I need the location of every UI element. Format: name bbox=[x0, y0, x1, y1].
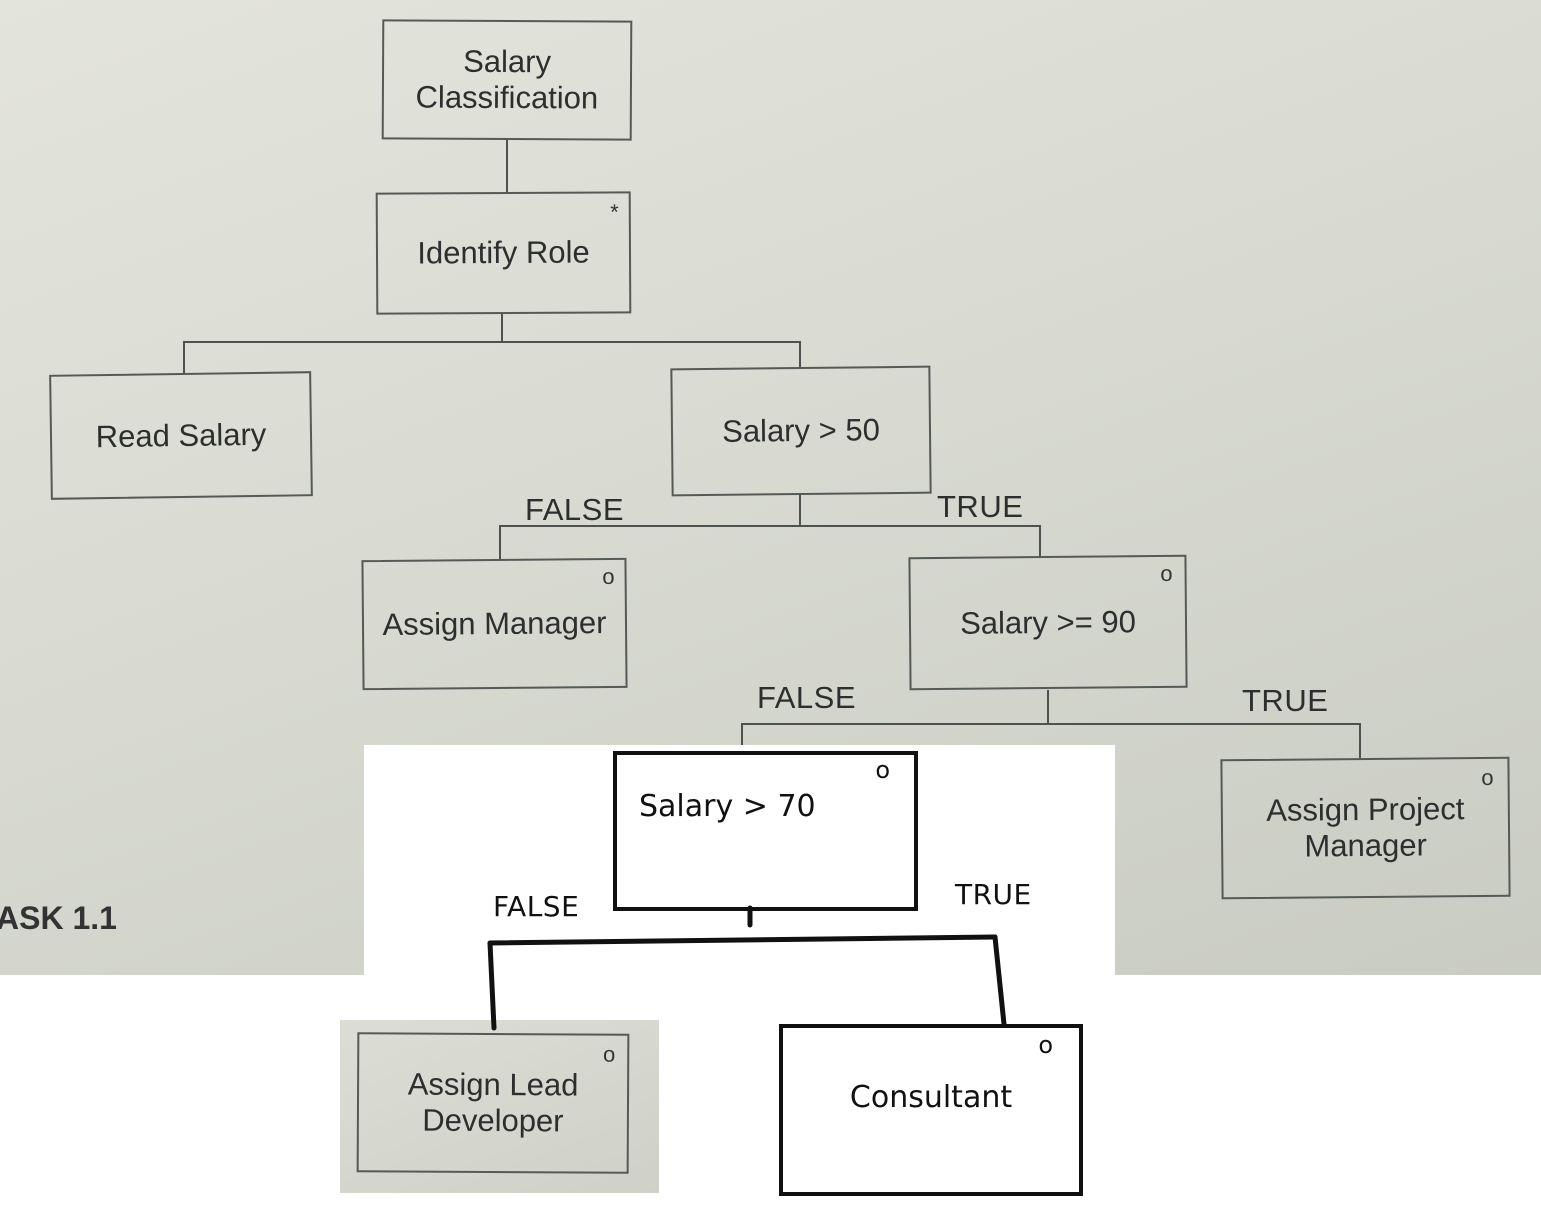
selection-marker: o bbox=[602, 563, 615, 590]
node-salary-ge-90: Salary >= 90 o bbox=[908, 554, 1188, 691]
connector-gt50-true bbox=[800, 525, 1041, 556]
node-salary-gt-70: Salary > 70 o bbox=[613, 751, 918, 911]
node-assign-lead-developer: Assign Lead Developer o bbox=[356, 1032, 630, 1174]
connector-identify-children bbox=[183, 313, 503, 373]
selection-marker: o bbox=[602, 1041, 616, 1067]
selection-marker: o bbox=[875, 756, 890, 784]
node-label: Salary Classification bbox=[415, 43, 599, 116]
node-label: Salary > 50 bbox=[721, 412, 881, 449]
node-label: Salary >= 90 bbox=[959, 603, 1137, 641]
node-label: Assign Project Manager bbox=[1266, 791, 1465, 864]
printed-fragment-background bbox=[340, 1020, 659, 1193]
node-label: Consultant bbox=[849, 1080, 1013, 1115]
edge-label-false: FALSE bbox=[525, 492, 624, 527]
handdrawn-connector-true-branch bbox=[992, 934, 1007, 1027]
handdrawn-connector-gt70-bar bbox=[487, 934, 998, 946]
selection-marker: o bbox=[1481, 764, 1494, 790]
node-assign-project-manager: Assign Project Manager o bbox=[1220, 756, 1511, 900]
node-label: Assign Manager bbox=[382, 605, 607, 642]
selection-marker: o bbox=[1038, 1031, 1053, 1059]
edge-label-true: TRUE bbox=[937, 489, 1024, 524]
connector-ge90-true bbox=[1048, 723, 1361, 758]
node-salary-classification: Salary Classification bbox=[381, 19, 633, 141]
connector-gt50-children bbox=[499, 495, 801, 560]
connector-ge90-children bbox=[741, 690, 1049, 745]
edge-label-true: TRUE bbox=[1242, 683, 1329, 718]
node-label: Read Salary bbox=[95, 416, 267, 454]
node-read-salary: Read Salary bbox=[49, 371, 313, 500]
task-caption: ASK 1.1 bbox=[0, 900, 117, 936]
iteration-marker: * bbox=[610, 199, 619, 225]
node-label: Assign Lead Developer bbox=[407, 1066, 579, 1139]
edge-label-false: FALSE bbox=[757, 680, 856, 715]
node-label: Identify Role bbox=[417, 234, 590, 271]
connector-identify-gt50 bbox=[502, 341, 801, 368]
edge-label-false: FALSE bbox=[493, 890, 580, 923]
node-consultant: Consultant o bbox=[779, 1024, 1083, 1196]
edge-label-true: TRUE bbox=[955, 878, 1032, 911]
node-identify-role: Identify Role * bbox=[375, 191, 632, 315]
selection-marker: o bbox=[1160, 560, 1173, 587]
node-assign-manager: Assign Manager o bbox=[361, 557, 628, 691]
node-label: Salary > 70 bbox=[639, 789, 816, 824]
handdrawn-connector-false-branch bbox=[487, 940, 497, 1031]
node-salary-gt-50: Salary > 50 bbox=[670, 365, 932, 497]
